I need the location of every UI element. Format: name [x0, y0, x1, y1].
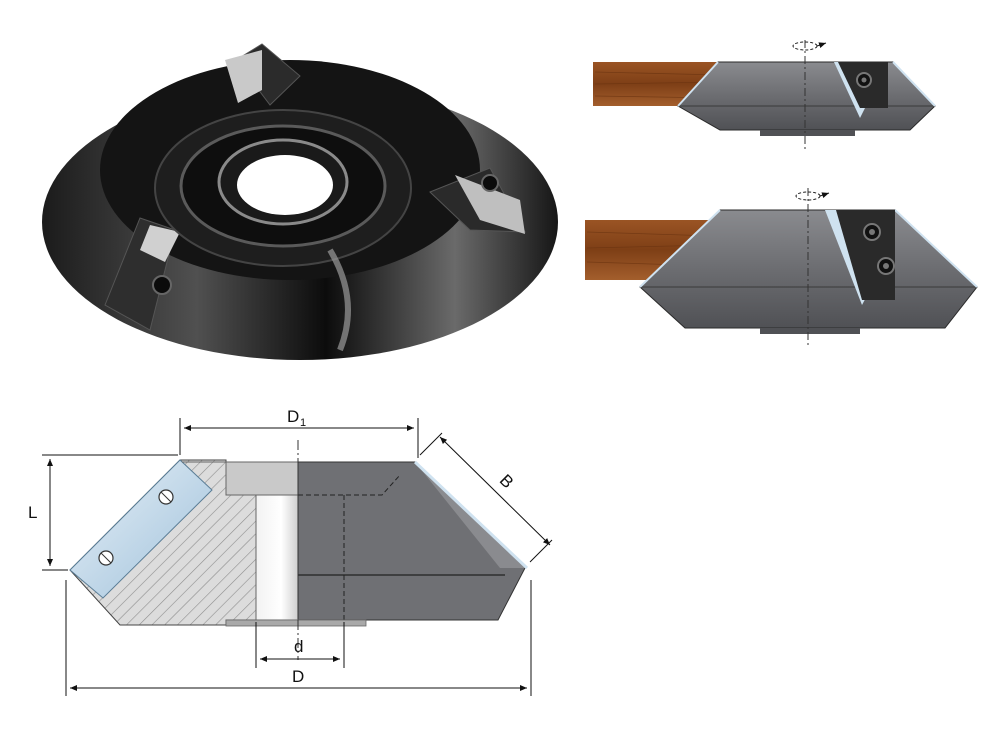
label-D1-subscript: 1 — [300, 417, 306, 429]
bore-hole — [237, 155, 333, 215]
dim-line-B — [439, 436, 551, 546]
screw-right — [481, 174, 499, 192]
label-L: L — [28, 503, 37, 522]
label-d: d — [294, 637, 303, 656]
label-B: B — [496, 471, 517, 492]
technical-drawing: D 1 B L d D — [28, 407, 553, 696]
cutter-head-photo — [42, 43, 558, 360]
blade-insert-left — [140, 225, 180, 262]
blade-insert-top — [225, 50, 262, 103]
label-D1: D — [287, 407, 299, 426]
blade-1 — [834, 62, 866, 118]
screw-left — [152, 275, 172, 295]
blade-insert-right — [455, 175, 525, 234]
label-D: D — [292, 667, 304, 686]
operation-view-2 — [585, 188, 978, 348]
cutter-profile-1 — [677, 61, 936, 131]
bore-section — [255, 494, 299, 621]
operation-view-1 — [593, 40, 936, 150]
